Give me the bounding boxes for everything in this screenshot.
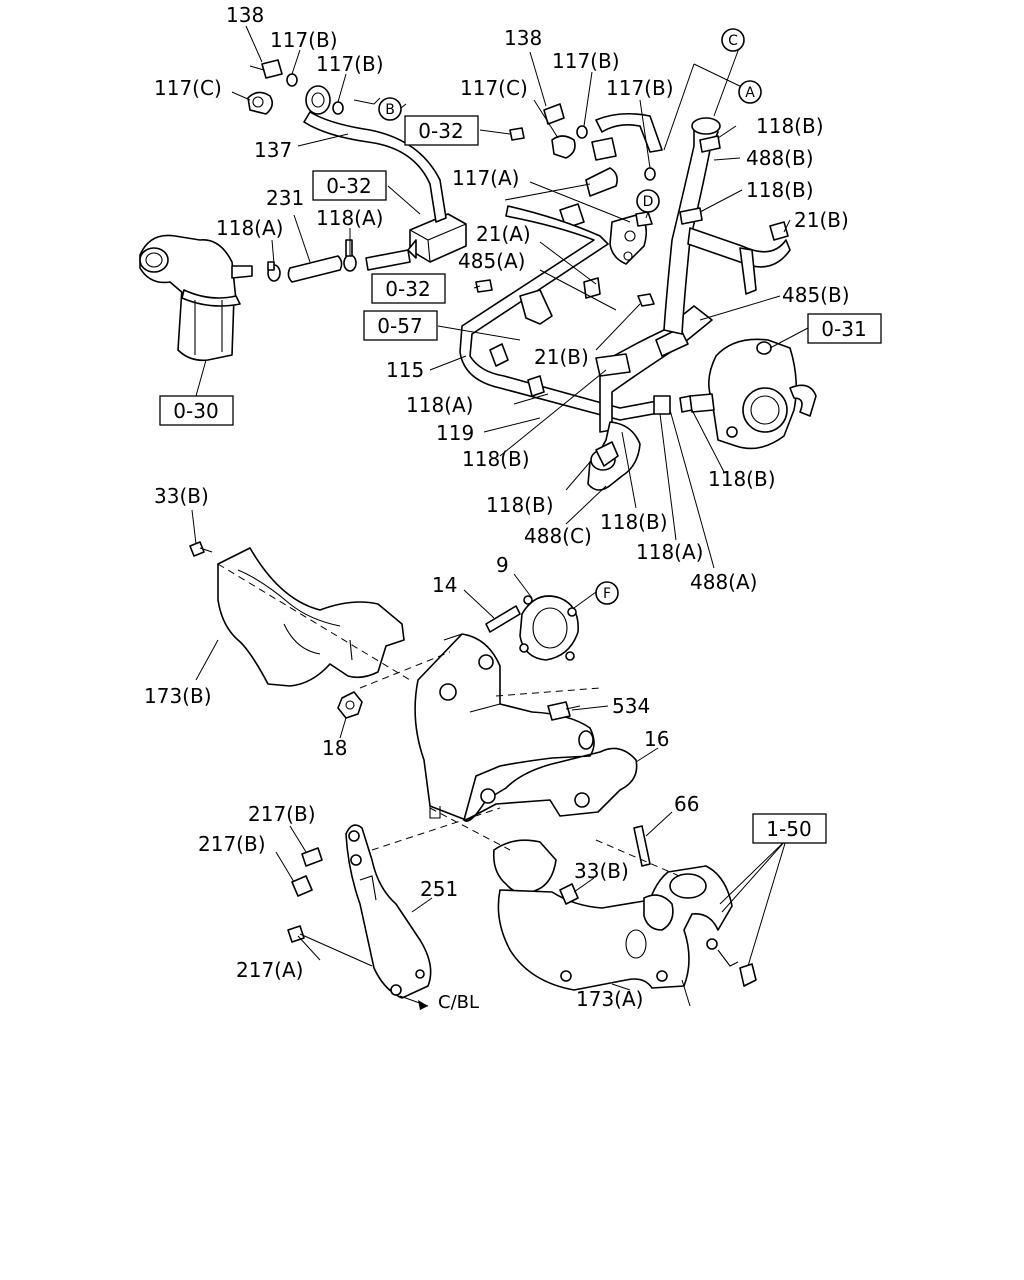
label-488a: 488(A) xyxy=(690,570,757,594)
label-217a: 217(A) xyxy=(236,958,303,982)
label-118b-f: 118(B) xyxy=(600,510,668,534)
label-117b-a: 117(B) xyxy=(270,28,338,52)
marker-b: B xyxy=(385,102,395,118)
part-labels: 138 117(B) 117(B) 117(C) 137 138 117(B) … xyxy=(144,3,850,1013)
pipe-119 xyxy=(587,305,713,491)
marker-d: D xyxy=(643,194,654,210)
exhaust-assembly xyxy=(189,541,757,1010)
label-9: 9 xyxy=(496,553,509,577)
label-117a: 117(A) xyxy=(452,166,519,190)
ref-0-32-b: 0-32 xyxy=(326,174,371,198)
label-18: 18 xyxy=(322,736,347,760)
label-534: 534 xyxy=(612,694,650,718)
hose-231 xyxy=(267,239,411,283)
upper-pipe-assembly xyxy=(139,59,817,491)
ref-0-57: 0-57 xyxy=(377,314,422,338)
label-118b-d: 118(B) xyxy=(708,467,776,491)
label-117c-a: 117(C) xyxy=(154,76,222,100)
fasteners xyxy=(337,605,651,867)
heat-shield-173b xyxy=(189,541,405,687)
hose-488b xyxy=(635,117,791,335)
label-118b-c: 118(B) xyxy=(462,447,530,471)
leader-lines xyxy=(191,25,809,991)
label-14: 14 xyxy=(432,573,457,597)
label-118a-b: 118(A) xyxy=(316,206,383,230)
label-118b-b: 118(B) xyxy=(746,178,814,202)
center-lines xyxy=(217,563,685,879)
label-118a-c: 118(A) xyxy=(406,393,473,417)
label-33b-a: 33(B) xyxy=(154,484,209,508)
pipe-115 xyxy=(459,205,665,421)
label-217b-a: 217(B) xyxy=(248,802,316,826)
marker-f: F xyxy=(603,586,611,602)
gasket-9 xyxy=(519,595,579,661)
ref-0-32-a: 0-32 xyxy=(418,119,463,143)
label-33b-b: 33(B) xyxy=(574,859,629,883)
label-117b-c: 117(B) xyxy=(552,49,620,73)
label-488b: 488(B) xyxy=(746,146,814,170)
pipe-137 xyxy=(247,59,467,263)
exhaust-manifold-16 xyxy=(414,633,638,822)
label-21a: 21(A) xyxy=(476,222,531,246)
ref-0-31: 0-31 xyxy=(821,317,866,341)
label-488c: 488(C) xyxy=(524,524,592,548)
label-21b-b: 21(B) xyxy=(534,345,589,369)
turbine-housing-173a xyxy=(492,839,757,1007)
label-118b-e: 118(B) xyxy=(486,493,554,517)
label-485a: 485(A) xyxy=(458,249,525,273)
reference-boxes: 0-32 0-32 0-32 0-57 0-31 0-30 1-50 xyxy=(159,115,882,844)
label-117b-b: 117(B) xyxy=(316,52,384,76)
circle-markers: B C A D F xyxy=(378,28,762,605)
label-118a-a: 118(A) xyxy=(216,216,283,240)
water-outlet-elbow xyxy=(139,234,253,362)
label-119: 119 xyxy=(436,421,474,445)
ref-0-30: 0-30 xyxy=(173,399,218,423)
label-485b: 485(B) xyxy=(782,283,850,307)
label-173a: 173(A) xyxy=(576,987,643,1011)
label-231: 231 xyxy=(266,186,304,210)
marker-a: A xyxy=(745,85,755,101)
marker-c: C xyxy=(728,33,738,49)
cbl-arrow xyxy=(399,995,429,1010)
label-cbl: C/BL xyxy=(438,992,479,1013)
label-138-a: 138 xyxy=(226,3,264,27)
union-bolt-group xyxy=(504,103,663,229)
label-117c-b: 117(C) xyxy=(460,76,528,100)
label-217b-b: 217(B) xyxy=(198,832,266,856)
label-21b-a: 21(B) xyxy=(794,208,849,232)
label-16: 16 xyxy=(644,727,669,751)
label-117b-d: 117(B) xyxy=(606,76,674,100)
bracket-251 xyxy=(287,824,432,999)
ref-0-32-c: 0-32 xyxy=(385,277,430,301)
label-118b-a: 118(B) xyxy=(756,114,824,138)
ref-1-50: 1-50 xyxy=(766,817,811,841)
label-173b: 173(B) xyxy=(144,684,212,708)
thermostat-housing xyxy=(689,338,817,450)
label-66: 66 xyxy=(674,792,699,816)
label-251: 251 xyxy=(420,877,458,901)
label-137: 137 xyxy=(254,138,292,162)
label-118a-d: 118(A) xyxy=(636,540,703,564)
label-115: 115 xyxy=(386,358,424,382)
label-138-b: 138 xyxy=(504,26,542,50)
